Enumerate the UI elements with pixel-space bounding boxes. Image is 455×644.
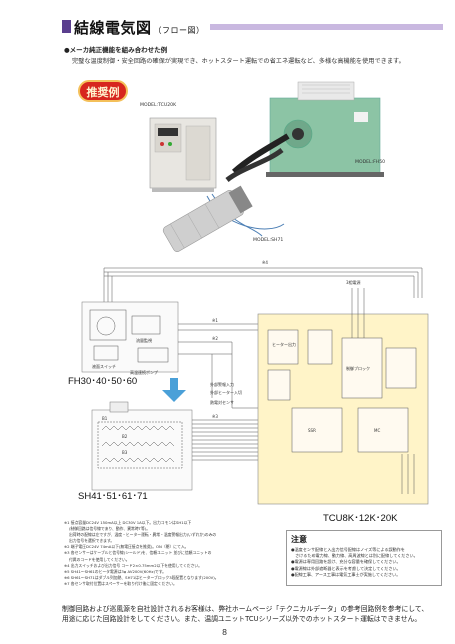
footer-line: 用途に応じた回路設計をしてください。また、温調ユニットTCUシリーズ以外でのホッ… [62, 615, 422, 623]
footer-line: 制御回路および巡風源を自社設計されるお客様は、弊社ホームページ「テクニカルデータ… [62, 605, 429, 613]
label-heater-relay: ヒーター出力 [272, 341, 296, 347]
label-note-4: ※4 [262, 260, 268, 265]
label-b3: B3 [122, 450, 128, 455]
intro-description: 完璧な温度制御・安全回路の確保が実現でき、ホットスタート運転での省エネ運転など、… [72, 58, 405, 65]
note-item: (制御回路は信号線であり、動作、異常時T等)。 [64, 526, 151, 532]
caution-item: ●電源線は外部遮断器と表示を考慮して決定してください。 [291, 565, 401, 571]
label-ext-stop: 外部ヒーター入切 [210, 389, 242, 395]
fh-series-label: FH30･40･50･60 [68, 376, 138, 387]
caution-item: ●配線工事、アース工事は電気工事士が実施してください。 [291, 571, 401, 577]
label-b2: B2 [122, 434, 128, 439]
footer-text: 制御回路および巡風源を自社設計されるお客様は、弊社ホームページ「テクニカルデータ… [62, 604, 444, 624]
page-number: 8 [222, 628, 228, 637]
note-item: 付属のコードを使用してください。 [64, 556, 130, 562]
label-ext-alarm: 外部警報入力 [210, 381, 234, 387]
note-item: ※3 各センサーはケーブルと信号線(シールド)を、信頼ユニット 並びに信頼ユニッ… [64, 550, 212, 556]
label-b1: B1 [102, 416, 108, 421]
note-item: ※2 端子電圧DC24V 74mA以下(無電圧接点を推奨)。ON（閉）にて入。 [64, 544, 189, 550]
label-flow-switch: 流量監視 [136, 337, 152, 343]
intro-bullet: ●メーカ純正機能を組み合わせた例 [64, 46, 168, 54]
caution-box: 注意 ●温度センサ配線と入出力信号配線はノイズ等による誤動作を さけるため電力線… [286, 530, 442, 586]
label-note-2: ※2 [212, 336, 218, 341]
label-control-unit: 制御ブロック [346, 365, 370, 371]
caution-item: ●電源は専用回路を設け、充分な容量を確保してください。 [291, 559, 401, 565]
caution-title: 注意 [291, 535, 307, 544]
notes-list: ※1 接点容量DC24V 150mA以上 DC30V 1A以下。出力コモンはSH… [64, 520, 279, 587]
product-photo [149, 81, 384, 252]
caution-item: ●温度センサ配線と入出力信号配線はノイズ等による誤動作を [291, 547, 405, 552]
tcu-model-label: MODEL:TCU20K [140, 103, 177, 108]
note-item: ※5 SH41〜SH61のヒータ電源は3φ AV200V(60Hz)です。 [64, 568, 166, 574]
badge-recommended: 推奨例 [78, 80, 128, 102]
note-item: ※6 SH61〜SH71はダブル列加熱、SH71はヒーターブロック3段配置となり… [64, 574, 219, 580]
page-title: 結線電気図（フロー図） [74, 19, 205, 37]
label-mc: MC [374, 428, 380, 433]
tcu-series-label: TCU8K･12K･20K [323, 513, 398, 524]
label-ssr: SSR [308, 428, 316, 433]
badge-label: 推奨例 [78, 80, 128, 102]
note-item: ※1 接点容量DC24V 150mA以上 DC30V 1A以下。出力コモンはSH… [64, 520, 192, 525]
label-heater-pump: 高温連続ポンプ [130, 369, 158, 375]
label-temp-sensor: 熱電対センサ [210, 399, 234, 405]
note-item: 出荷時の配線は左ですが、温度・ヒーター運転・異常・温度警報出力(いずれか)のみの [64, 532, 217, 538]
fh-model-label: MODEL:FH50 [355, 160, 386, 165]
note-item: 出力信号を選択できます。 [64, 538, 115, 544]
wiring-diagram: 高温連続ポンプ 流量監視 液面スイッチ 外部警報入力 外部ヒーター入切 熱電対セ… [81, 260, 429, 505]
label-note-3: ※3 [212, 414, 218, 419]
sh-series-label: SH41･51･61･71 [78, 491, 148, 502]
caution-item: さけるため電力線、動力線、高周波線とは別に配線してください。 [291, 553, 418, 559]
label-power: 3相電源 [346, 279, 361, 285]
label-level-switch: 液面スイッチ [92, 363, 116, 369]
label-note-1: ※1 [212, 318, 218, 323]
sh-model-label: MODEL:SH71 [253, 238, 284, 243]
header-square-icon [62, 20, 71, 33]
note-item: ※7 各センサ取付位置はスペーサーを取り付け後に固定ください。 [64, 580, 177, 586]
note-item: ※4 出力スイッチおよび出力信号 コード2×0.75mm2以下を使用してください… [64, 562, 202, 568]
page-subtitle: （フロー図） [153, 26, 205, 35]
header-bar [210, 24, 443, 30]
